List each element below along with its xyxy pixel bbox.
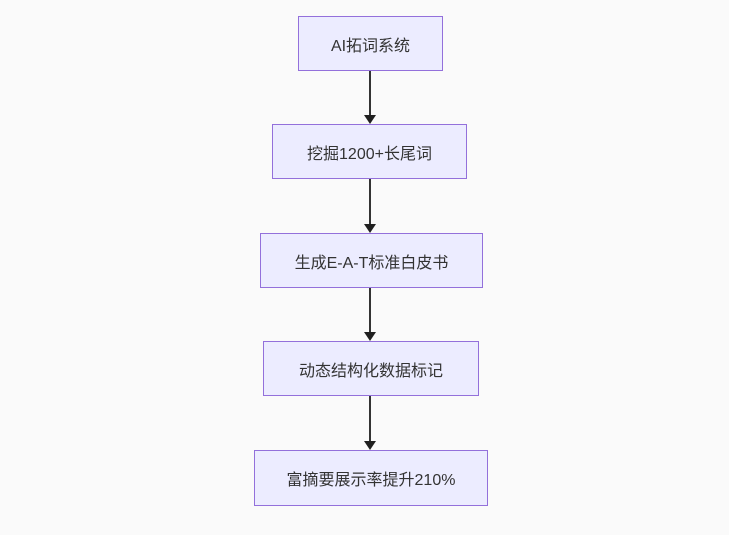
flow-arrow-4 [364, 396, 376, 450]
flow-node-rich-snippet-rate: 富摘要展示率提升210% [254, 450, 488, 506]
flow-node-label: 挖掘1200+长尾词 [307, 145, 432, 163]
arrow-shaft [369, 179, 371, 224]
flow-node-longtail-mining: 挖掘1200+长尾词 [272, 124, 467, 179]
arrowhead-down-icon [364, 441, 376, 450]
flow-node-structured-data-markup: 动态结构化数据标记 [263, 341, 479, 396]
flow-node-ai-word-expansion: AI拓词系统 [298, 16, 443, 71]
arrowhead-down-icon [364, 332, 376, 341]
flow-node-eat-whitepaper: 生成E-A-T标准白皮书 [260, 233, 483, 288]
arrowhead-down-icon [364, 115, 376, 124]
flow-node-label: 动态结构化数据标记 [298, 362, 443, 380]
flow-node-label: AI拓词系统 [330, 37, 411, 55]
arrow-shaft [369, 288, 371, 332]
flow-node-label: 生成E-A-T标准白皮书 [294, 254, 449, 272]
arrow-shaft [369, 396, 371, 441]
arrow-shaft [369, 71, 371, 115]
flow-node-label: 富摘要展示率提升210% [286, 472, 456, 489]
arrowhead-down-icon [364, 224, 376, 233]
flow-arrow-2 [364, 179, 376, 233]
flow-arrow-3 [364, 288, 376, 341]
flow-arrow-1 [364, 71, 376, 124]
